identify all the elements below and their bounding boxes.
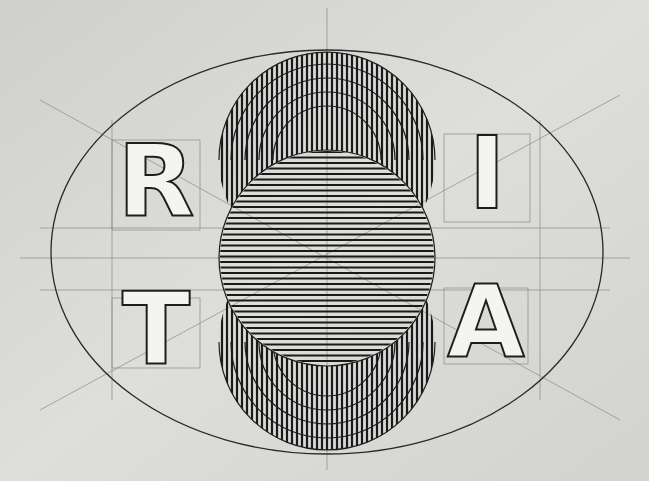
hatch-line <box>276 230 278 454</box>
hatch-line <box>286 230 288 454</box>
hatch-line <box>321 230 323 454</box>
hatch-line <box>215 255 440 257</box>
hatch-line <box>215 189 440 191</box>
nested-arc <box>231 64 423 160</box>
hatch-line <box>316 230 318 454</box>
hatch-line <box>296 230 298 454</box>
hatch-line <box>215 173 440 175</box>
hatch-line <box>431 230 433 454</box>
hatch-line <box>215 277 440 279</box>
hatch-line <box>226 230 228 454</box>
hatch-line <box>215 222 440 224</box>
hatch-line <box>376 230 378 454</box>
hatch-line <box>346 230 348 454</box>
hatch-line <box>256 230 258 454</box>
hatch-line <box>215 354 440 356</box>
hatch-line <box>241 230 243 454</box>
hatch-line <box>215 283 440 285</box>
vertical-hatching <box>217 230 437 454</box>
hatch-line <box>215 272 440 274</box>
hatch-line <box>215 211 440 213</box>
construction-lines <box>20 8 630 470</box>
hatch-line <box>221 230 223 454</box>
hatch-line <box>215 233 440 235</box>
hatch-line <box>246 230 248 454</box>
hatch-line <box>306 230 308 454</box>
hatch-line <box>436 230 438 454</box>
hatch-line <box>215 195 440 197</box>
hatch-line <box>236 230 238 454</box>
outlined-letter: T <box>122 280 190 380</box>
hatch-line <box>336 230 338 454</box>
hatch-line <box>396 230 398 454</box>
hatch-line <box>386 230 388 454</box>
hatch-line <box>215 162 440 164</box>
hatch-line <box>411 230 413 454</box>
hatch-line <box>406 230 408 454</box>
hatch-line <box>215 167 440 169</box>
hatch-line <box>215 206 440 208</box>
hatch-line <box>391 230 393 454</box>
hatch-line <box>215 316 440 318</box>
hatch-line <box>341 230 343 454</box>
hatch-line <box>266 230 268 454</box>
hatch-line <box>215 239 440 241</box>
hatch-line <box>215 200 440 202</box>
hatch-line <box>215 266 440 268</box>
hatch-line <box>215 327 440 329</box>
hatch-line <box>216 230 218 454</box>
hatch-line <box>215 299 440 301</box>
outlined-letter: A <box>447 272 524 372</box>
hatch-line <box>215 178 440 180</box>
hatch-line <box>416 230 418 454</box>
hatch-line <box>215 151 440 153</box>
hatch-line <box>215 217 440 219</box>
hatch-line <box>356 230 358 454</box>
hatch-line <box>331 230 333 454</box>
nested-arc <box>245 342 409 424</box>
nested-arc <box>245 78 409 160</box>
hatch-line <box>215 343 440 345</box>
hatch-line <box>291 230 293 454</box>
hatch-line <box>215 228 440 230</box>
hatch-line <box>215 244 440 246</box>
hatch-line <box>215 305 440 307</box>
nested-arc <box>259 342 395 410</box>
hatch-line <box>261 230 263 454</box>
hatch-line <box>311 230 313 454</box>
hatch-line <box>326 230 328 454</box>
hatch-line <box>426 230 428 454</box>
hatch-line <box>215 338 440 340</box>
hatch-line <box>366 230 368 454</box>
circle-outlines <box>219 52 435 450</box>
hatch-line <box>215 250 440 252</box>
hatch-line <box>371 230 373 454</box>
hatch-line <box>215 321 440 323</box>
hatch-line <box>215 360 440 362</box>
outlined-letter: I <box>468 124 505 224</box>
hatch-line <box>215 156 440 158</box>
hatch-line <box>361 230 363 454</box>
hatch-line <box>281 230 283 454</box>
hatch-line <box>215 349 440 351</box>
hatch-line <box>215 294 440 296</box>
hatch-line <box>215 261 440 263</box>
hatch-line <box>215 310 440 312</box>
outlined-letter: R <box>117 132 194 232</box>
hatch-line <box>215 288 440 290</box>
